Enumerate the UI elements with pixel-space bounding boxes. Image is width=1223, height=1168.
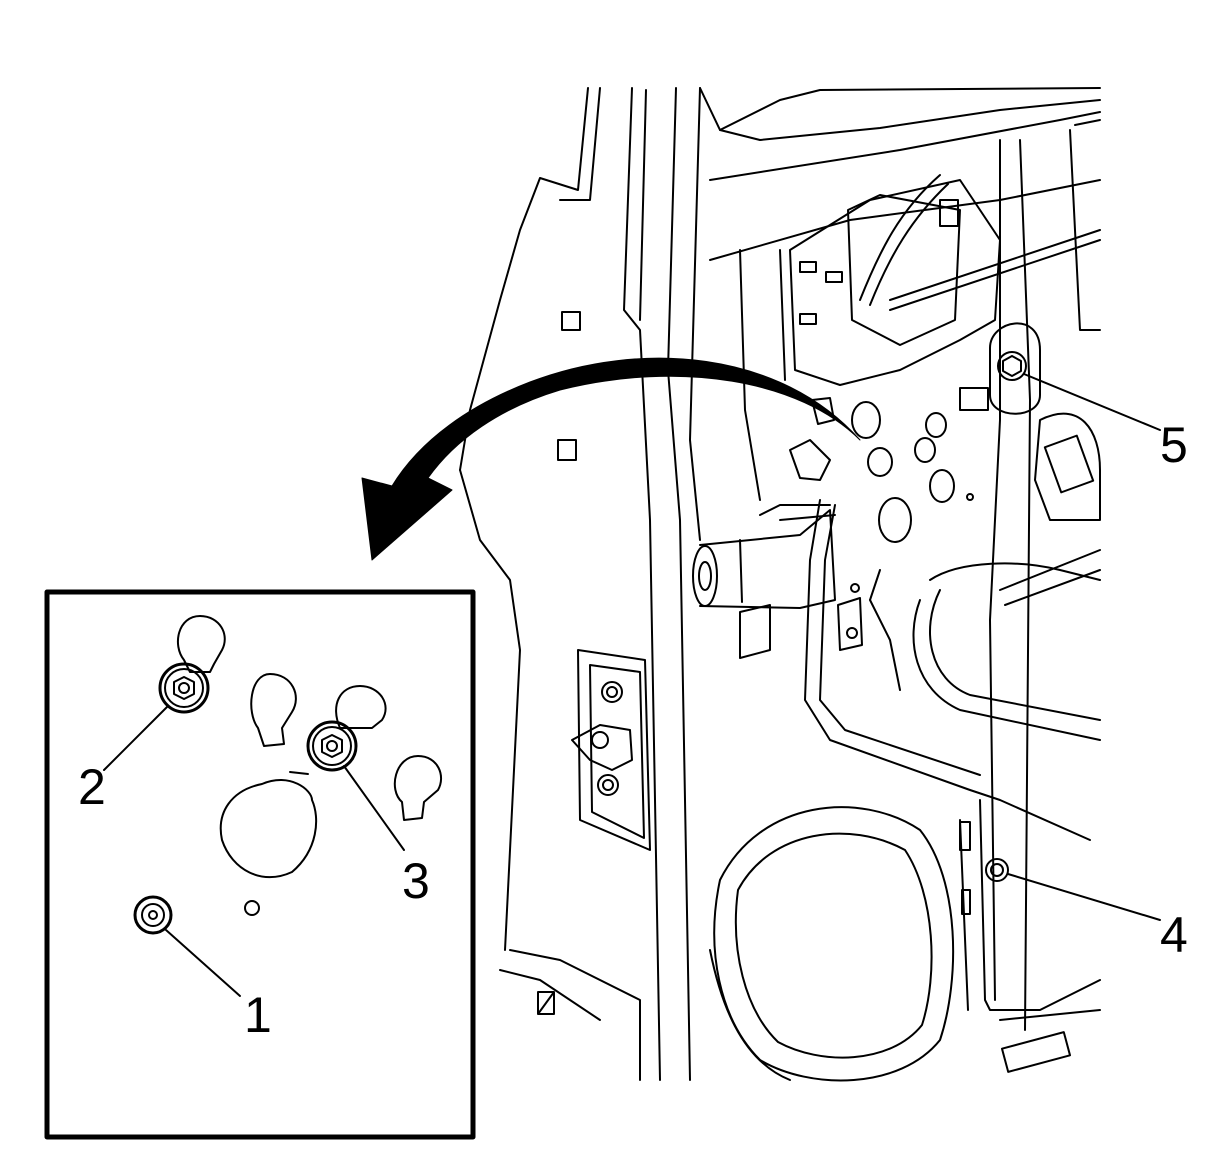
bolt-5-icon <box>989 322 1161 431</box>
detail-inset <box>44 589 476 1140</box>
curved-arrow-icon <box>361 357 861 561</box>
callout-5: 5 <box>1160 417 1188 473</box>
callout-1: 1 <box>244 987 272 1043</box>
bolt-2-icon <box>103 662 210 771</box>
door-inner-panel <box>459 87 1101 1082</box>
bolt-1-icon <box>133 895 241 997</box>
bolt-3-icon <box>306 720 405 851</box>
callout-3: 3 <box>402 853 430 909</box>
bolt-4-icon <box>985 858 1161 921</box>
callout-4: 4 <box>1160 907 1188 963</box>
callout-2: 2 <box>78 759 106 815</box>
